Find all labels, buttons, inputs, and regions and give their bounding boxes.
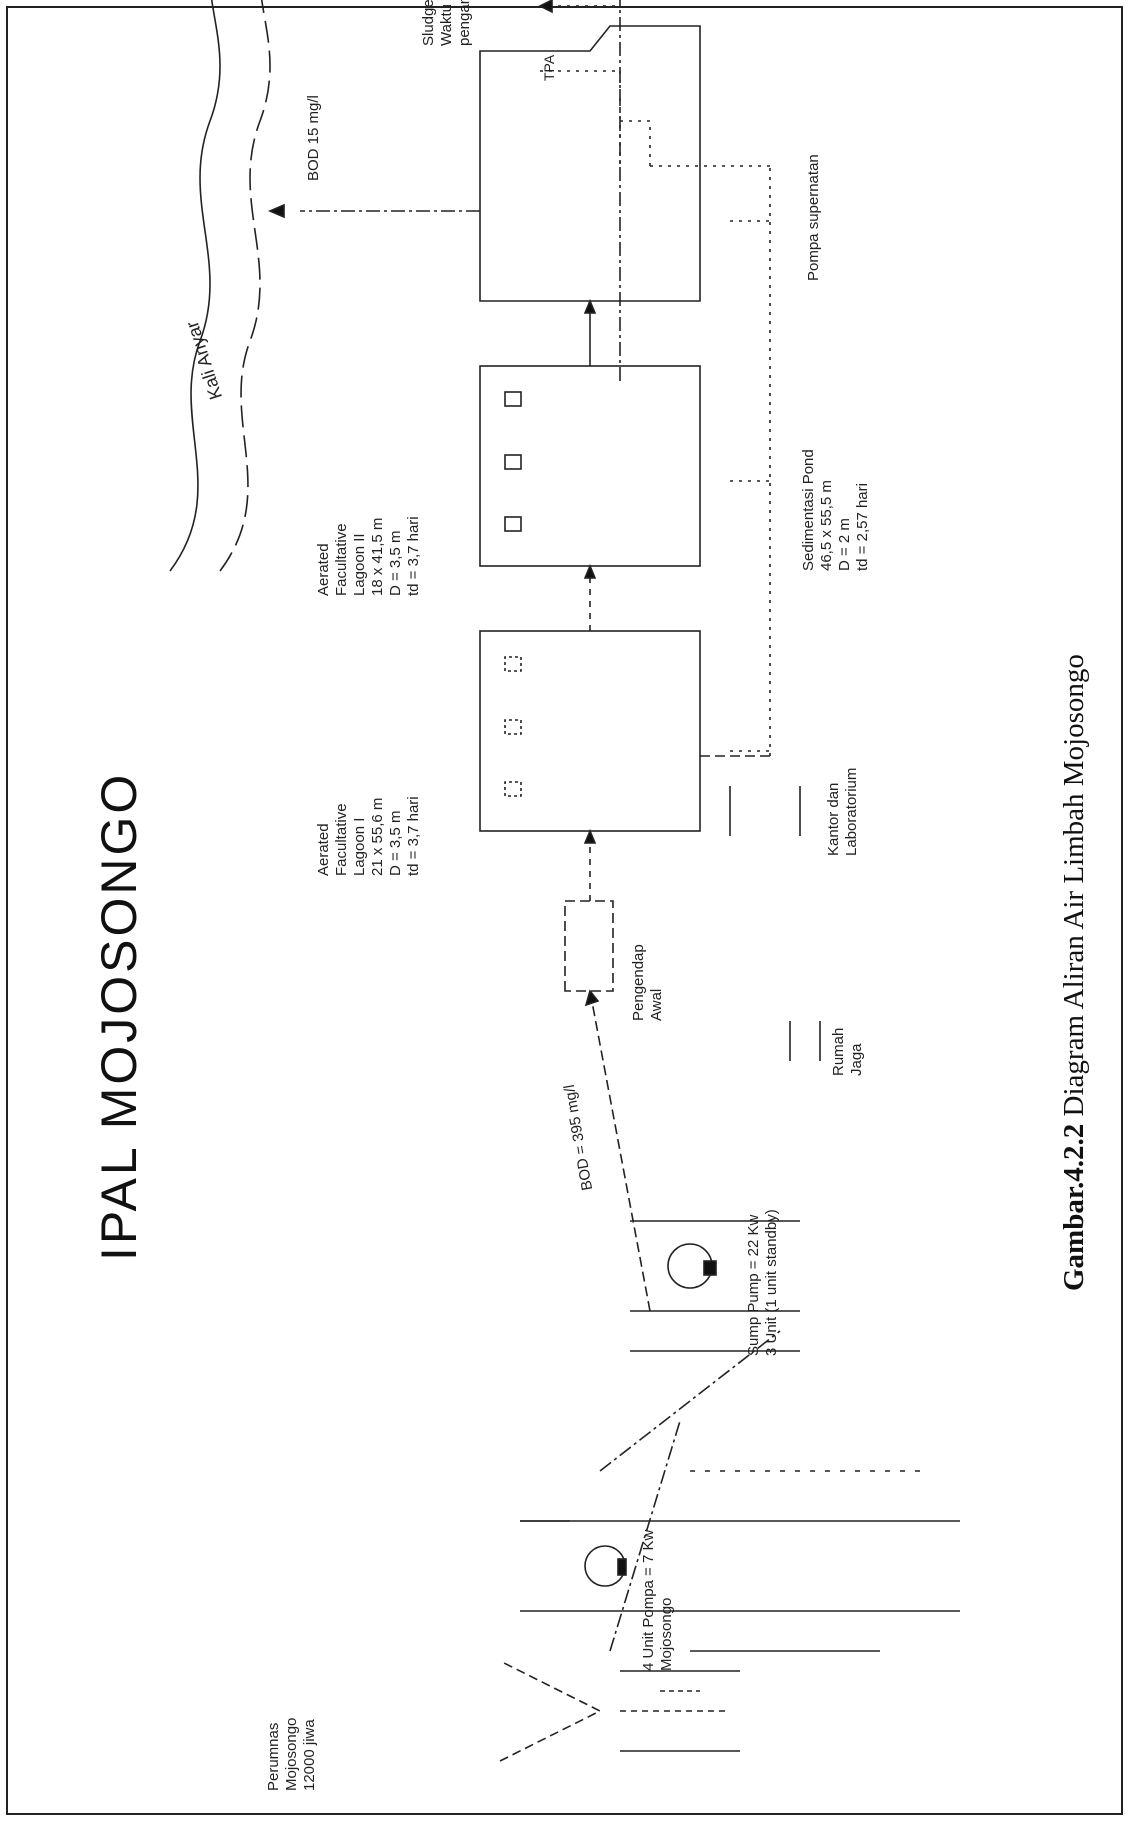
- caption-number: Gambar.4.2.2: [1058, 1123, 1090, 1291]
- rising-main-pipe: [599, 1330, 781, 1472]
- label-perumnas: Perumnas Mojosongo 12000 jiwa: [265, 1717, 318, 1791]
- label-pengendap-awal: Pengendap Awal: [630, 944, 665, 1021]
- page-frame: [6, 6, 1123, 1815]
- flow-to-pengendap: [589, 990, 651, 1312]
- kantor-building-icon: [729, 786, 801, 836]
- river-bank-1: [169, 0, 221, 572]
- sump-pump-icon: [630, 1220, 800, 1352]
- sedimentasi-pond: [479, 25, 701, 302]
- label-pompa-mojosongo: 4 Unit Pompa = 7 Kw Mojosongo: [640, 1529, 675, 1671]
- pompa-mojosongo-icon: [520, 1470, 960, 1652]
- label-kantor-lab: Kantor dan Laboratorium: [825, 767, 860, 856]
- label-rumah-jaga: Rumah Jaga: [830, 1027, 865, 1076]
- label-lagoon-1: Aerated Facultative Lagoon I 21 x 55,6 m…: [315, 796, 422, 876]
- rumah-jaga-icon: [789, 1021, 821, 1061]
- label-bod-out: BOD 15 mg/l: [305, 95, 322, 181]
- label-sump-pump: Sump Pump = 22 Kw 3 Unit (1 unit standby…: [745, 1209, 780, 1356]
- label-pompa-supernatan: Pompa supernatan: [805, 154, 822, 281]
- label-sedimentasi: Sedimentasi Pond 46,5 x 55,5 m D = 2 m t…: [800, 449, 871, 571]
- caption-text: Diagram Aliran Air Limbah Mojosongo: [1058, 654, 1090, 1117]
- label-drying-bed: Sludge Drying Bed Waktu pengeringan dan …: [420, 0, 474, 46]
- river-bank-2: [219, 0, 271, 572]
- label-tpa: TPA: [541, 54, 557, 81]
- perumnas-houses-icon: [499, 1660, 740, 1762]
- sewer-line-perumnas: [609, 1420, 681, 1652]
- pengendap-awal-tank: [564, 900, 614, 992]
- page-title: IPAL MOJOSONGO: [91, 771, 147, 1261]
- figure-caption: Gambar.4.2.2 Diagram Aliran Air Limbah M…: [1058, 654, 1091, 1291]
- label-lagoon-2: Aerated Facultative Lagoon II 18 x 41,5 …: [315, 516, 422, 596]
